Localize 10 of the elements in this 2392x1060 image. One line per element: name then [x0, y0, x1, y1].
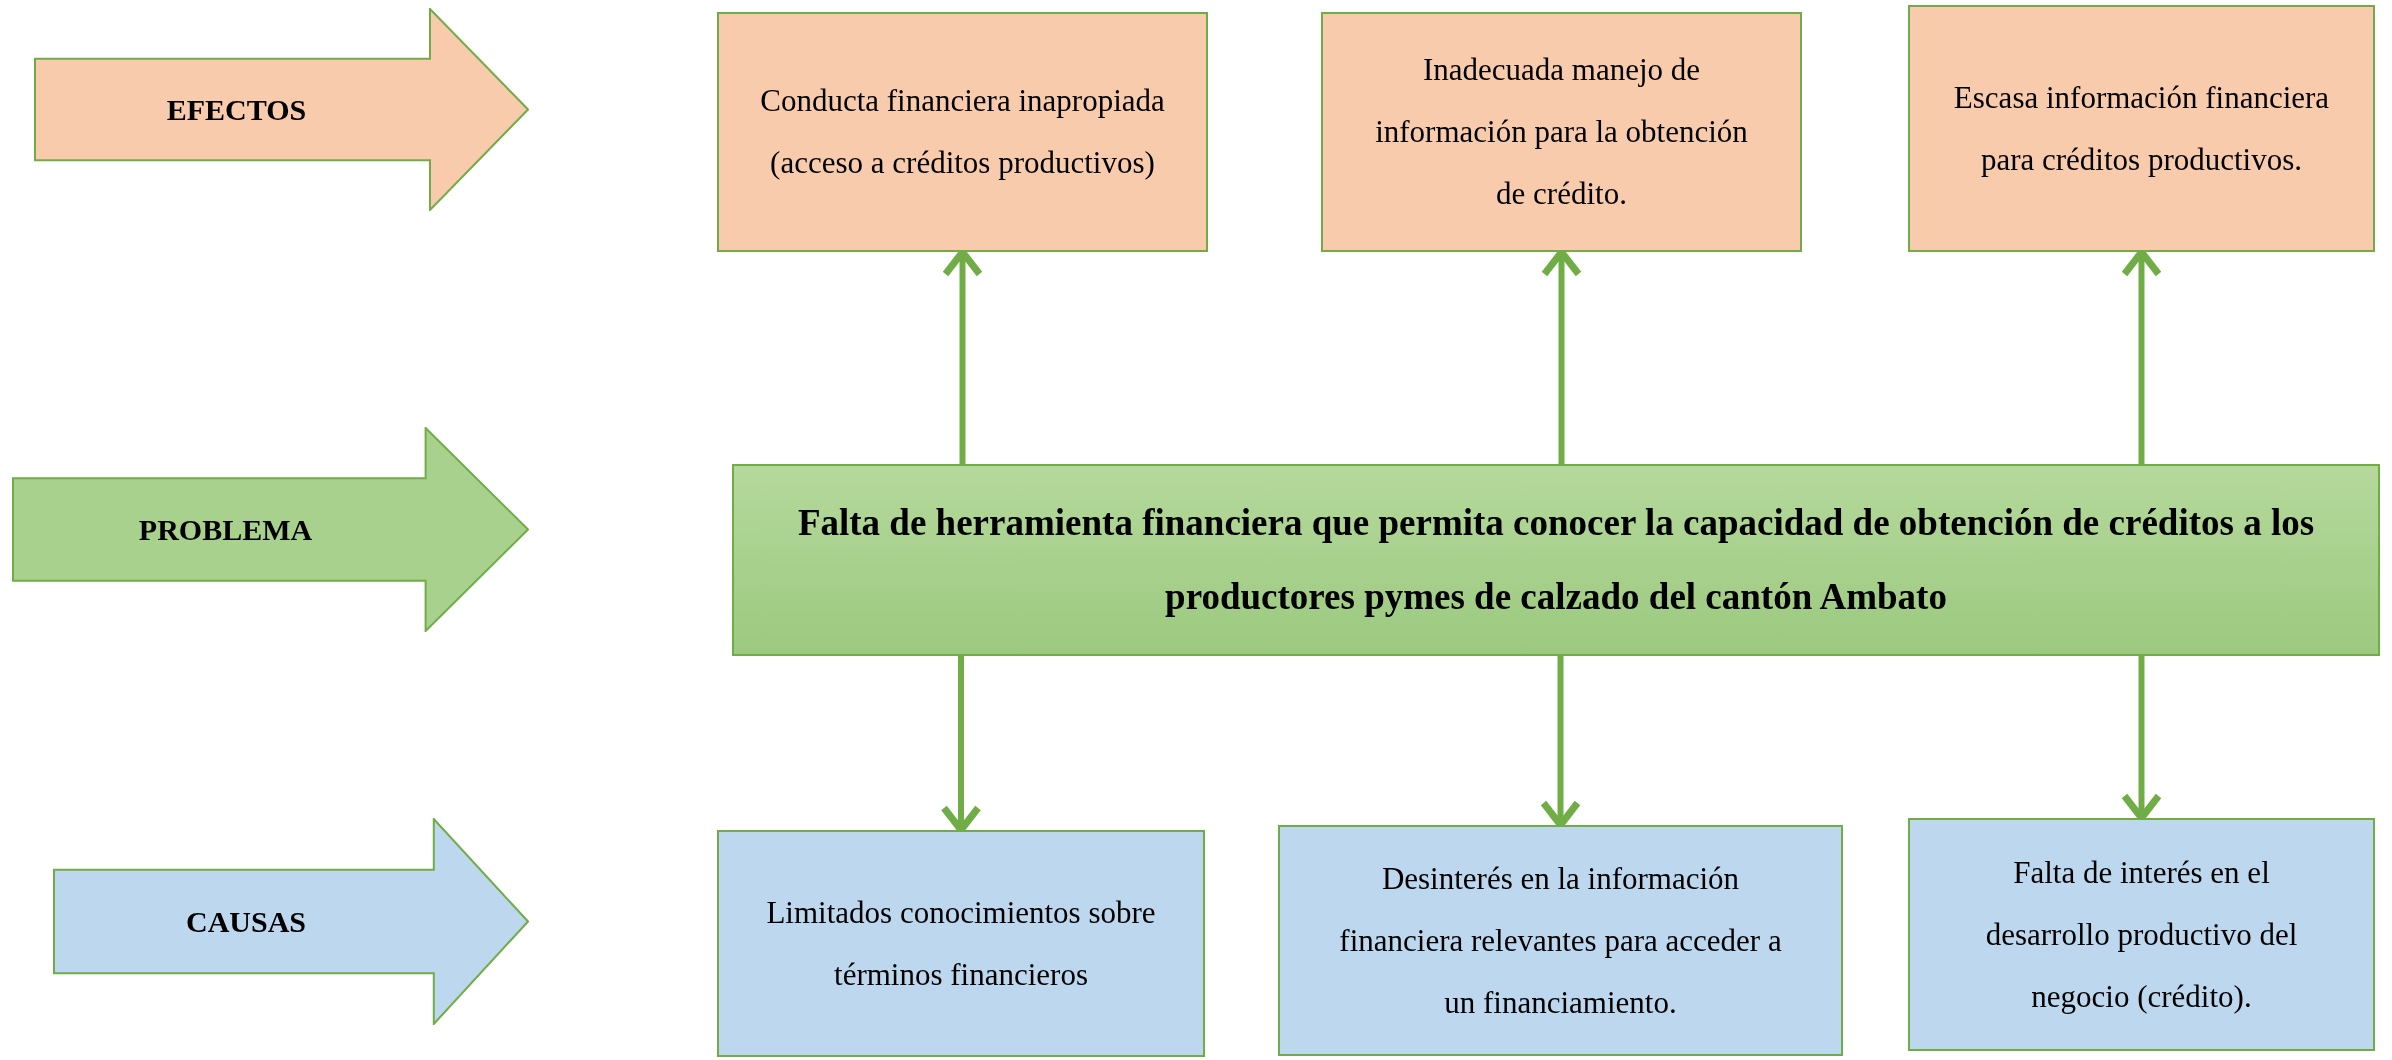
row-label: PROBLEMA: [138, 512, 314, 548]
effect-box: Conducta financiera inapropiada (acceso a créditos productivos): [717, 12, 1208, 252]
effect-box: Escasa información financiera para créditos productivos.: [1908, 5, 2375, 252]
row-label: CAUSAS: [186, 904, 307, 940]
cause-box: Desinterés en la información financiera relevantes para acceder a un financiamiento.: [1278, 825, 1843, 1056]
cause-box: Limitados conocimientos sobre términos financieros: [717, 830, 1205, 1057]
problem-box: Falta de herramienta financiera que permita conocer la capacidad de obtención de créditos a los productores pymes de calzado del cantón Ambato: [732, 464, 2380, 656]
cause-box: Falta de interés en el desarrollo productivo del negocio (crédito).: [1908, 818, 2375, 1051]
effect-box: Inadecuada manejo de información para la obtención de crédito.: [1321, 12, 1802, 252]
row-label: EFECTOS: [166, 92, 308, 128]
